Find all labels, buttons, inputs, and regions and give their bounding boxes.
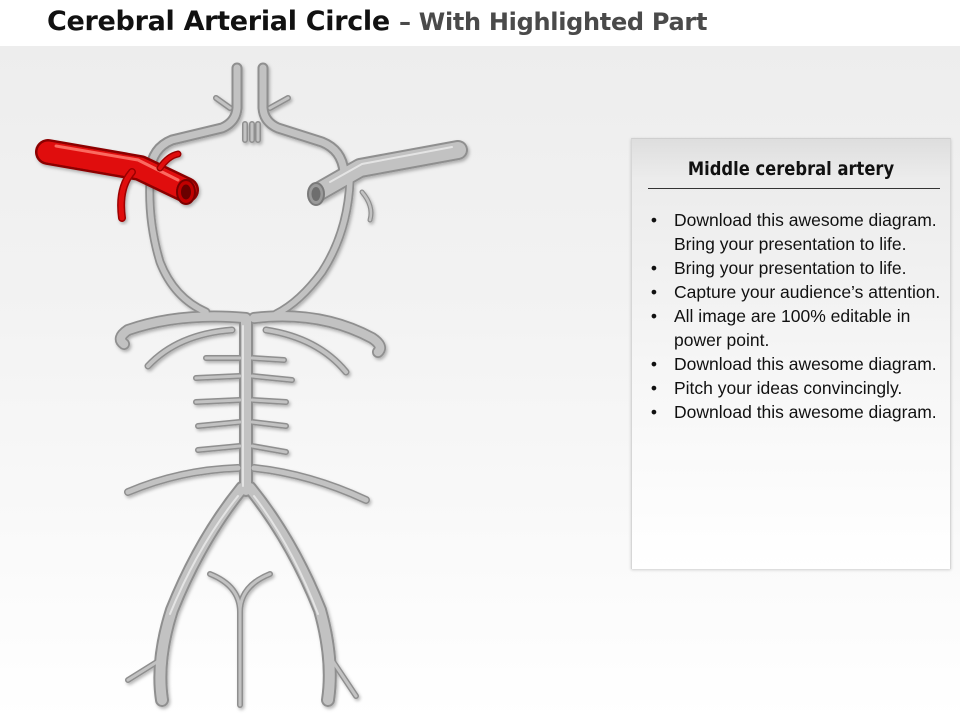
anterior-communicating-fill bbox=[243, 122, 260, 142]
bullet-text: Capture your audience’s attention. bbox=[674, 282, 941, 302]
highlighted-mca-branch-up-fill bbox=[158, 152, 180, 170]
highlighted-middle-cerebral-artery bbox=[35, 139, 199, 222]
list-item: • Download this awesome diagram. bbox=[642, 352, 942, 376]
left-anterior-stem-fill bbox=[146, 64, 241, 176]
bullet-list: • Download this awesome diagram. Bring yo… bbox=[642, 208, 942, 424]
highlighted-mca-body bbox=[37, 141, 197, 201]
highlighted-mca-sheen bbox=[54, 144, 180, 182]
bullet-dot-icon: • bbox=[650, 258, 658, 278]
arterial-circle-diagram bbox=[35, 62, 468, 708]
vessel-sheen bbox=[169, 146, 453, 615]
bullet-dot-icon: • bbox=[650, 378, 658, 398]
left-vertebral bbox=[153, 481, 249, 707]
bullet-dot-icon: • bbox=[650, 210, 658, 230]
right-anterior-stem-fill bbox=[259, 64, 348, 176]
bullet-dot-icon: • bbox=[650, 306, 658, 326]
right-superior-cerebellar bbox=[262, 326, 350, 376]
bullet-text: Download this awesome diagram. bbox=[674, 402, 937, 422]
right-middle-cerebral-fill bbox=[310, 142, 466, 200]
vessel-fill bbox=[116, 64, 466, 707]
circle-arc-fill bbox=[146, 177, 353, 317]
list-item: • Capture your audience’s attention. bbox=[642, 280, 942, 304]
info-panel-title: Middle cerebral artery bbox=[687, 158, 895, 180]
highlighted-mca-lumen bbox=[181, 184, 191, 200]
list-item: • Pitch your ideas convincingly. bbox=[642, 376, 942, 400]
title-main: Cerebral Arterial Circle bbox=[47, 6, 390, 37]
olfactory-branch-fill bbox=[214, 96, 290, 110]
list-item: • All image are 100% editable in power po… bbox=[642, 304, 942, 352]
bullet-dot-icon: • bbox=[650, 402, 658, 422]
list-item: • Download this awesome diagram. bbox=[642, 400, 942, 424]
bullet-dot-icon: • bbox=[650, 354, 658, 374]
left-anterior-stem bbox=[144, 62, 243, 178]
info-panel-divider bbox=[648, 188, 940, 189]
title-bar: Cerebral Arterial Circle – With Highligh… bbox=[0, 0, 960, 46]
bullet-text: Pitch your ideas convincingly. bbox=[674, 378, 903, 398]
pontine-branches-fill bbox=[194, 356, 294, 454]
bullet-dot-icon: • bbox=[650, 282, 658, 302]
info-panel: Middle cerebral artery • Download this aw… bbox=[631, 138, 951, 569]
vertebral-sheen bbox=[169, 495, 319, 615]
bullet-text: Bring your presentation to life. bbox=[674, 258, 907, 278]
bullet-text: All image are 100% editable in power poi… bbox=[674, 306, 911, 350]
pica-fill bbox=[126, 658, 358, 698]
right-mca-branch-fill bbox=[360, 190, 373, 222]
right-mca-lumen bbox=[311, 187, 321, 201]
title-subtitle: – With Highlighted Part bbox=[399, 8, 708, 36]
highlighted-mca-branch-left-fill bbox=[118, 169, 135, 221]
bullet-text: Download this awesome diagram. Bring you… bbox=[674, 210, 937, 254]
page-title: Cerebral Arterial Circle – With Highligh… bbox=[47, 6, 707, 37]
right-anterior-stem bbox=[257, 62, 350, 178]
right-mca-sheen bbox=[329, 146, 453, 183]
spinal-fill bbox=[208, 572, 272, 707]
posterior-cerebral-fill bbox=[116, 312, 385, 357]
superior-cerebellar-fill bbox=[146, 328, 348, 374]
list-item: • Bring your presentation to life. bbox=[642, 256, 942, 280]
list-item: • Download this awesome diagram. Bring yo… bbox=[642, 208, 942, 256]
left-anterior-inferior-cerebellar bbox=[124, 464, 242, 496]
aica-fill bbox=[125, 465, 369, 503]
bullet-text: Download this awesome diagram. bbox=[674, 354, 937, 374]
